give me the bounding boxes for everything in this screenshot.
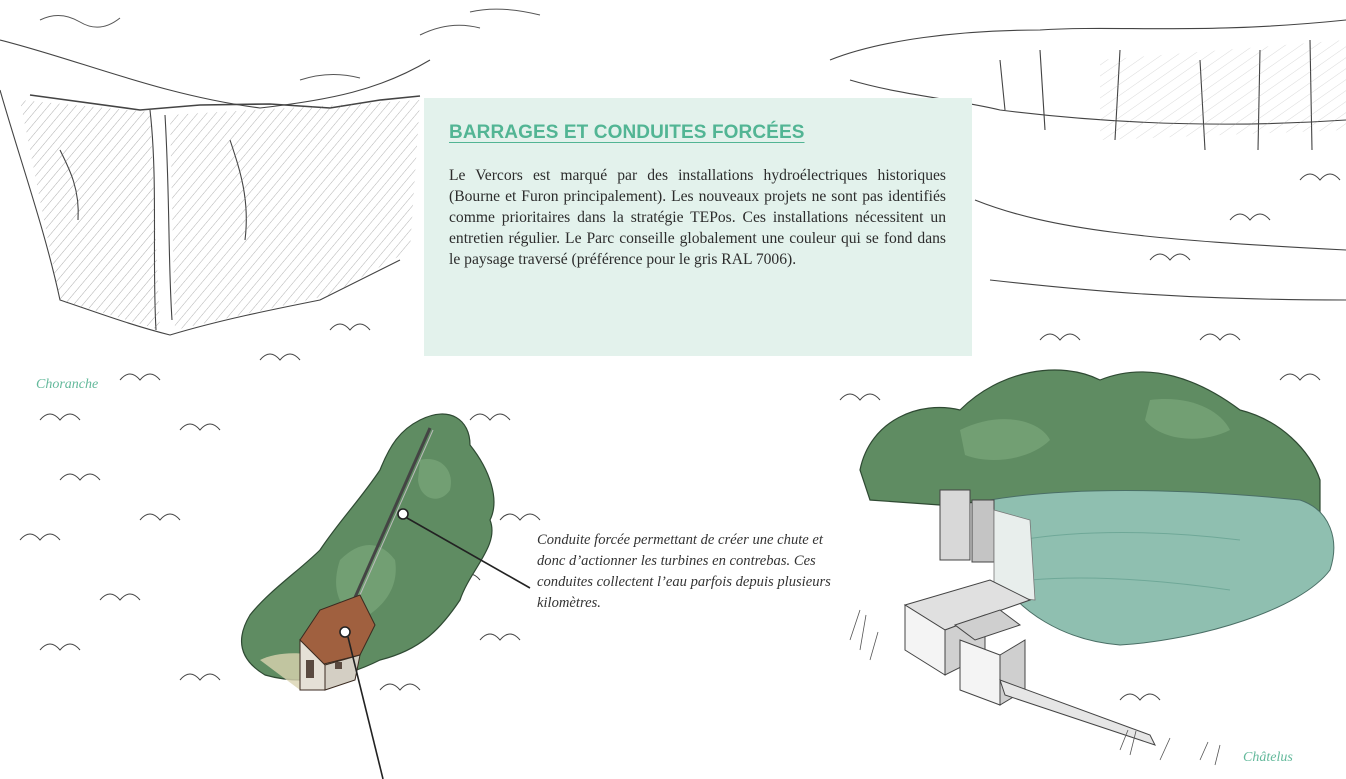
info-panel: BARRAGES ET CONDUITES FORCÉES Le Vercors… — [424, 98, 972, 356]
penstock — [343, 427, 432, 621]
place-label-chatelus: Châtelus — [1243, 750, 1293, 765]
panel-title: BARRAGES ET CONDUITES FORCÉES — [449, 122, 805, 143]
callout-lines — [339, 508, 531, 779]
reservoir — [989, 490, 1335, 646]
power-house — [299, 594, 376, 691]
penstock-caption: Conduite forcée permettant de créer une … — [537, 532, 831, 611]
place-label-choranche: Choranche — [36, 377, 99, 392]
dam-scene — [849, 369, 1335, 766]
penstock-forest — [241, 413, 495, 691]
panel-description: Le Vercors est marqué par des installati… — [449, 167, 946, 268]
dam-structure — [903, 489, 1156, 746]
